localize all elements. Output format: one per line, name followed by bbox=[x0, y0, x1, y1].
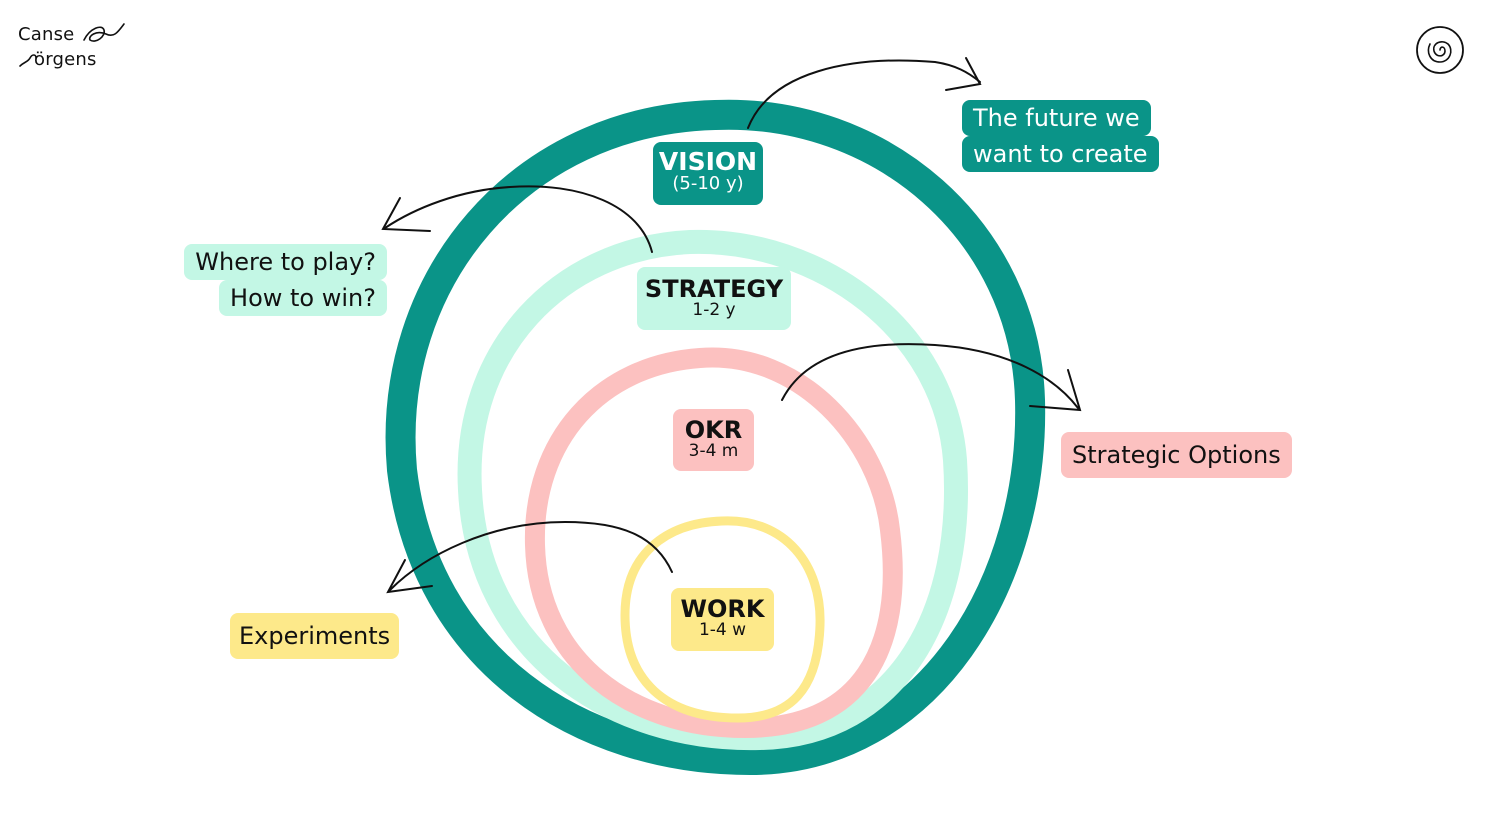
strategy-timeframe: 1-2 y bbox=[692, 300, 736, 321]
work-title: WORK bbox=[680, 595, 765, 623]
strategy-ring bbox=[457, 229, 968, 751]
okr-ring bbox=[524, 347, 903, 738]
vision-title: VISION bbox=[658, 147, 758, 176]
spiral-icon bbox=[1416, 26, 1464, 74]
vision-timeframe: (5-10 y) bbox=[672, 173, 744, 195]
strategy-callout: Where to play? How to win? bbox=[172, 244, 387, 316]
okr-title: OKR bbox=[684, 416, 743, 444]
strategy-title: STRATEGY bbox=[644, 275, 784, 303]
logo-text-line1: Canse bbox=[18, 24, 75, 45]
vision-arrowhead bbox=[945, 57, 982, 91]
strategy-arrowhead bbox=[381, 197, 431, 232]
work-ring bbox=[620, 516, 825, 723]
strategy-label: STRATEGY 1-2 y bbox=[637, 267, 791, 330]
strategy-callout-line1: Where to play? bbox=[184, 244, 387, 280]
vision-ring bbox=[385, 99, 1046, 775]
work-arrowhead bbox=[386, 559, 433, 594]
brand-logo: Canse örgens bbox=[18, 22, 158, 82]
okr-timeframe: 3-4 m bbox=[688, 441, 739, 462]
vision-callout-line1: The future we bbox=[962, 100, 1151, 136]
logo-text-line2: örgens bbox=[34, 49, 97, 70]
work-timeframe: 1-4 w bbox=[698, 620, 747, 641]
strategy-arrow bbox=[384, 185, 653, 253]
work-label: WORK 1-4 w bbox=[671, 588, 774, 651]
work-callout-text: Experiments bbox=[230, 613, 400, 659]
vision-label: VISION (5-10 y) bbox=[653, 142, 763, 205]
vision-callout-line2: want to create bbox=[962, 136, 1159, 172]
okr-label: OKR 3-4 m bbox=[673, 409, 754, 471]
okr-arrow bbox=[781, 343, 1079, 409]
work-callout: Experiments bbox=[230, 613, 400, 659]
okr-callout-text: Strategic Options bbox=[1061, 432, 1292, 478]
logo-swash-icon bbox=[19, 23, 125, 67]
okr-arrowhead bbox=[1029, 369, 1082, 412]
curved-arrow-icon bbox=[381, 57, 1082, 594]
vision-arrow bbox=[747, 59, 981, 129]
strategy-callout-line2: How to win? bbox=[219, 280, 387, 316]
vision-callout: The future we want to create bbox=[962, 100, 1159, 172]
okr-callout: Strategic Options bbox=[1061, 432, 1292, 478]
work-arrow bbox=[389, 520, 673, 591]
